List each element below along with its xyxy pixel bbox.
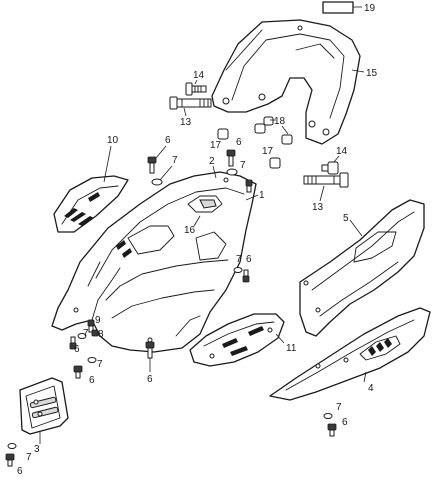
callout-6-a: 6 <box>165 135 171 146</box>
rear-panel-part-3 <box>19 377 69 435</box>
callout-6-g: 6 <box>147 374 153 385</box>
collar-part-18 <box>254 116 293 145</box>
callout-5: 5 <box>343 213 349 224</box>
callout-3: 3 <box>34 444 40 455</box>
bolt-part-14-right <box>321 161 339 175</box>
side-reflector-part-10 <box>53 175 129 233</box>
bolt-part-13-left <box>169 96 212 110</box>
callout-19: 19 <box>364 3 376 14</box>
callout-9: 9 <box>95 315 101 326</box>
lower-fairing-part-11 <box>189 313 285 367</box>
bolt-part-13-right <box>303 172 349 188</box>
callout-6-b: 6 <box>236 137 242 148</box>
screw-part-8 <box>91 329 99 337</box>
callout-7-g: 7 <box>26 452 32 463</box>
callout-17-left: 17 <box>210 140 222 151</box>
side-cover-part-5 <box>299 199 425 337</box>
callout-13-right: 13 <box>312 202 324 213</box>
washer-part-7-e <box>87 357 97 363</box>
washer-part-7-d <box>77 333 87 339</box>
lower-side-panel-part-4 <box>269 307 431 401</box>
callout-7-b: 7 <box>240 160 246 171</box>
callout-6-i: 6 <box>17 466 23 477</box>
washer-part-7-b <box>226 168 238 176</box>
collar-part-17-left <box>217 128 229 140</box>
washer-part-7-f <box>323 413 333 419</box>
callout-6-h: 6 <box>342 417 348 428</box>
callout-8: 8 <box>98 329 104 340</box>
callout-6-e: 6 <box>74 344 80 355</box>
callout-1: 1 <box>259 190 265 201</box>
washer-part-7-g <box>7 443 17 449</box>
grab-rail-part-15 <box>211 19 361 145</box>
callout-6-d: 6 <box>246 254 252 265</box>
callout-2: 2 <box>209 156 215 167</box>
callout-6-f: 6 <box>89 375 95 386</box>
callout-14-left: 14 <box>193 70 205 81</box>
callout-7-f: 7 <box>336 402 342 413</box>
callout-16: 16 <box>184 225 196 236</box>
washer-part-7-c <box>233 267 243 273</box>
screw-part-6-h <box>327 423 337 437</box>
front-body-cover-part-1 <box>51 171 257 353</box>
callout-7-a: 7 <box>172 155 178 166</box>
screw-part-6-d <box>242 269 250 283</box>
screw-part-6-a <box>147 156 157 174</box>
screw-part-9 <box>87 319 95 333</box>
washer-part-7-a <box>151 178 163 186</box>
callout-11: 11 <box>286 343 297 354</box>
screw-part-6-c <box>245 179 253 193</box>
callout-18: 18 <box>274 116 286 127</box>
screw-part-6-i <box>5 453 15 467</box>
callout-7-d: 7 <box>83 328 89 339</box>
callout-7-c: 7 <box>236 254 242 265</box>
screw-part-6-f <box>73 365 83 379</box>
screw-part-6-e <box>69 336 77 350</box>
label-box-part-19 <box>322 1 354 14</box>
callout-10: 10 <box>107 135 119 146</box>
screw-part-6-b <box>226 149 236 167</box>
callout-4: 4 <box>368 383 374 394</box>
callout-7-e: 7 <box>97 359 103 370</box>
callout-14-right: 14 <box>336 146 348 157</box>
bolt-part-14-left <box>185 82 207 96</box>
callout-15: 15 <box>366 68 378 79</box>
callout-13-left: 13 <box>180 117 192 128</box>
callout-17-right: 17 <box>262 146 274 157</box>
collar-part-17-right <box>269 157 281 169</box>
